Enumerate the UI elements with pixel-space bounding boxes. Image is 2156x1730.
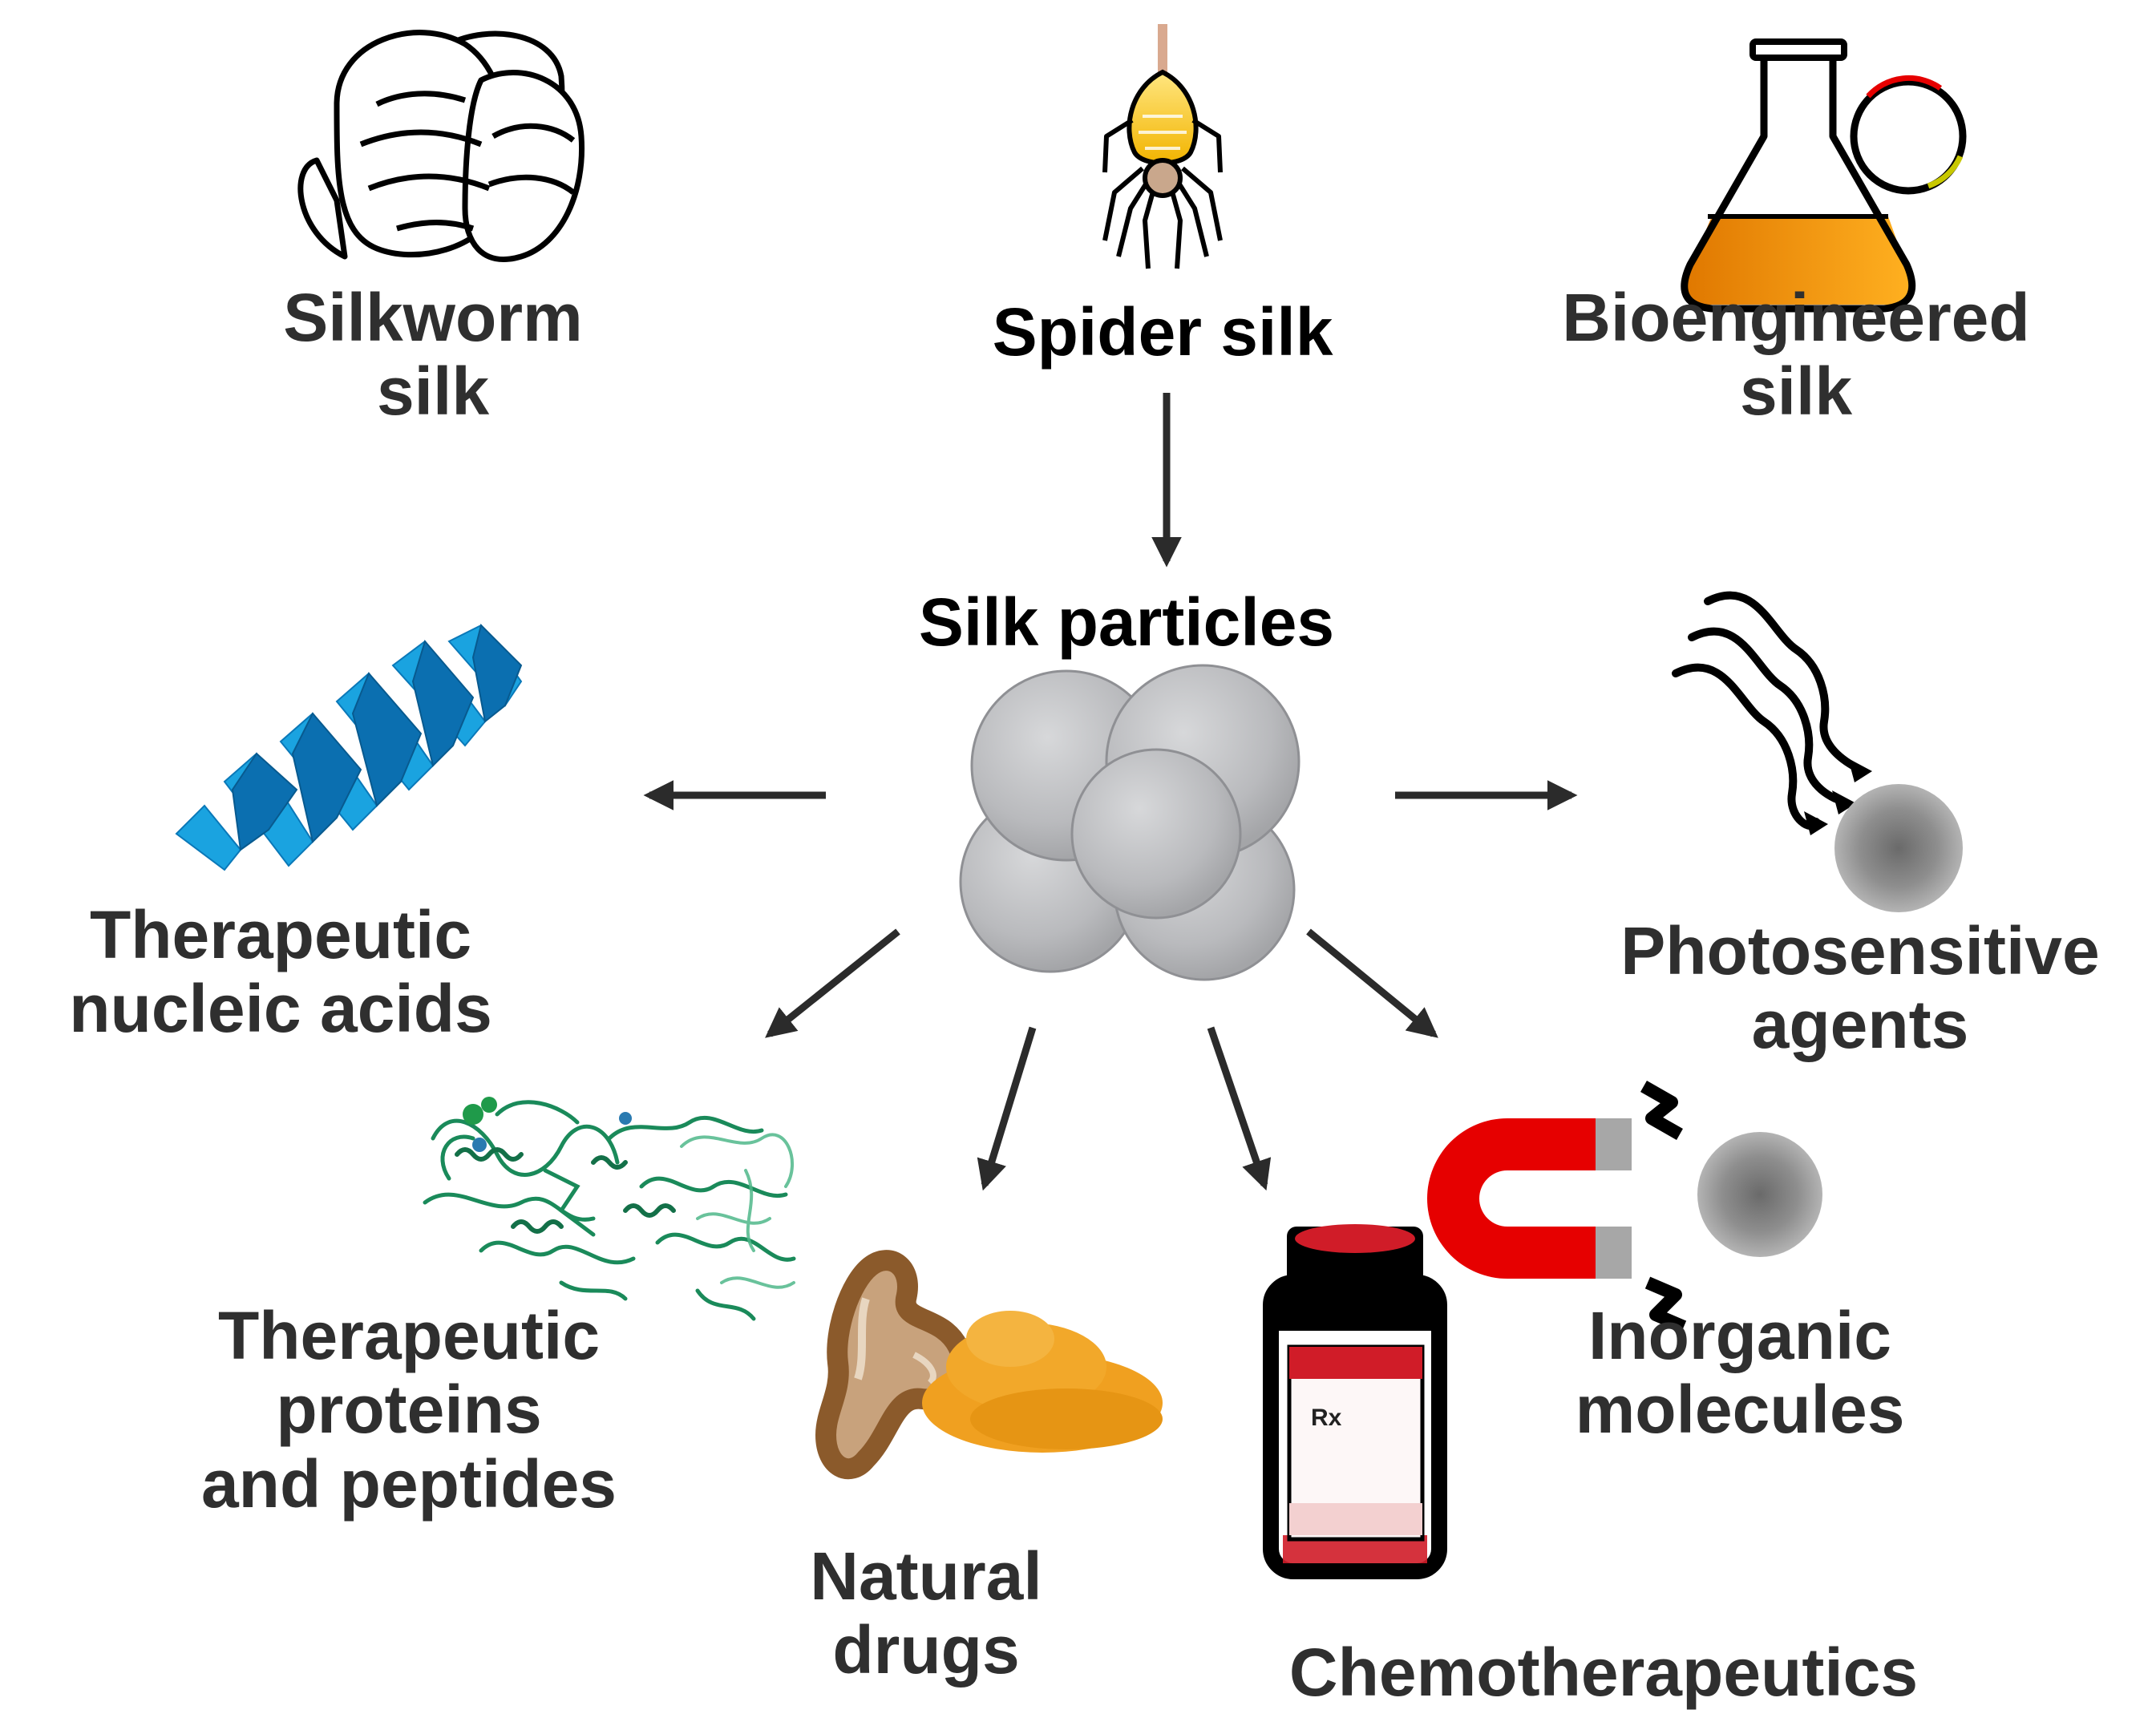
label-photo-line2: agents — [1751, 987, 1969, 1063]
label-photosensitive-agents: Photosensitive agents — [1571, 914, 2149, 1062]
turmeric-root-powder-icon — [815, 1250, 1163, 1480]
silkworm-cocoon-icon — [297, 30, 585, 263]
label-spider-silk: Spider silk — [922, 294, 1403, 370]
label-proteins-line3: and peptides — [200, 1445, 617, 1522]
label-silkworm-line1: Silkworm — [283, 280, 583, 355]
label-bio-line1: Bioengineered — [1562, 280, 2030, 355]
label-silk-particles: Silk particles — [866, 584, 1387, 660]
label-silkworm-silk: Silkworm silk — [241, 281, 625, 429]
magnet-particle-icon — [1427, 1081, 1822, 1333]
label-bioengineered-silk: Bioengineered silk — [1499, 281, 2093, 429]
label-spider-line1: Spider silk — [992, 294, 1333, 370]
arrow-to-chemo — [1207, 1026, 1272, 1191]
label-bio-line2: silk — [1739, 354, 1853, 430]
label-silkworm-line2: silk — [376, 354, 490, 430]
label-natural-line2: drugs — [832, 1612, 1020, 1688]
arrow-to-natural-drugs — [977, 1026, 1037, 1191]
label-chemo-text: Chemotherapeutics — [1288, 1635, 1919, 1710]
label-chemotherapeutics: Chemotherapeutics — [1203, 1635, 2004, 1710]
label-center-title: Silk particles — [918, 584, 1335, 660]
arrows — [643, 393, 1578, 1191]
label-proteins-line1: Therapeutic — [217, 1298, 601, 1373]
silk-particles-cluster — [959, 664, 1300, 981]
label-nucleic-line1: Therapeutic — [89, 897, 472, 972]
drug-vial-icon: Rx — [1263, 1224, 1447, 1579]
spider-icon — [1102, 24, 1223, 269]
arrow-to-proteins — [765, 928, 900, 1038]
label-inorganic-molecules: Inorganic molecules — [1507, 1299, 1972, 1447]
label-inorganic-line1: Inorganic — [1588, 1298, 1892, 1373]
label-natural-drugs: Natural drugs — [746, 1539, 1106, 1688]
vial-rx-text: Rx — [1311, 1405, 1342, 1431]
label-proteins-line2: proteins — [276, 1372, 542, 1448]
label-proteins-peptides: Therapeutic proteins and peptides — [144, 1298, 673, 1522]
flask-plasmid-icon — [1681, 38, 1967, 313]
label-nucleic-acids: Therapeutic nucleic acids — [16, 898, 545, 1046]
label-inorganic-line2: molecules — [1575, 1372, 1905, 1448]
dna-helix-icon — [175, 624, 523, 871]
light-wave-particle-icon — [1672, 591, 1963, 912]
protein-structure-icon — [423, 1097, 796, 1321]
arrow-to-inorganic — [1306, 928, 1438, 1038]
label-photo-line1: Photosensitive — [1620, 913, 2100, 988]
label-natural-line1: Natural — [810, 1538, 1042, 1614]
label-nucleic-line2: nucleic acids — [69, 971, 492, 1047]
